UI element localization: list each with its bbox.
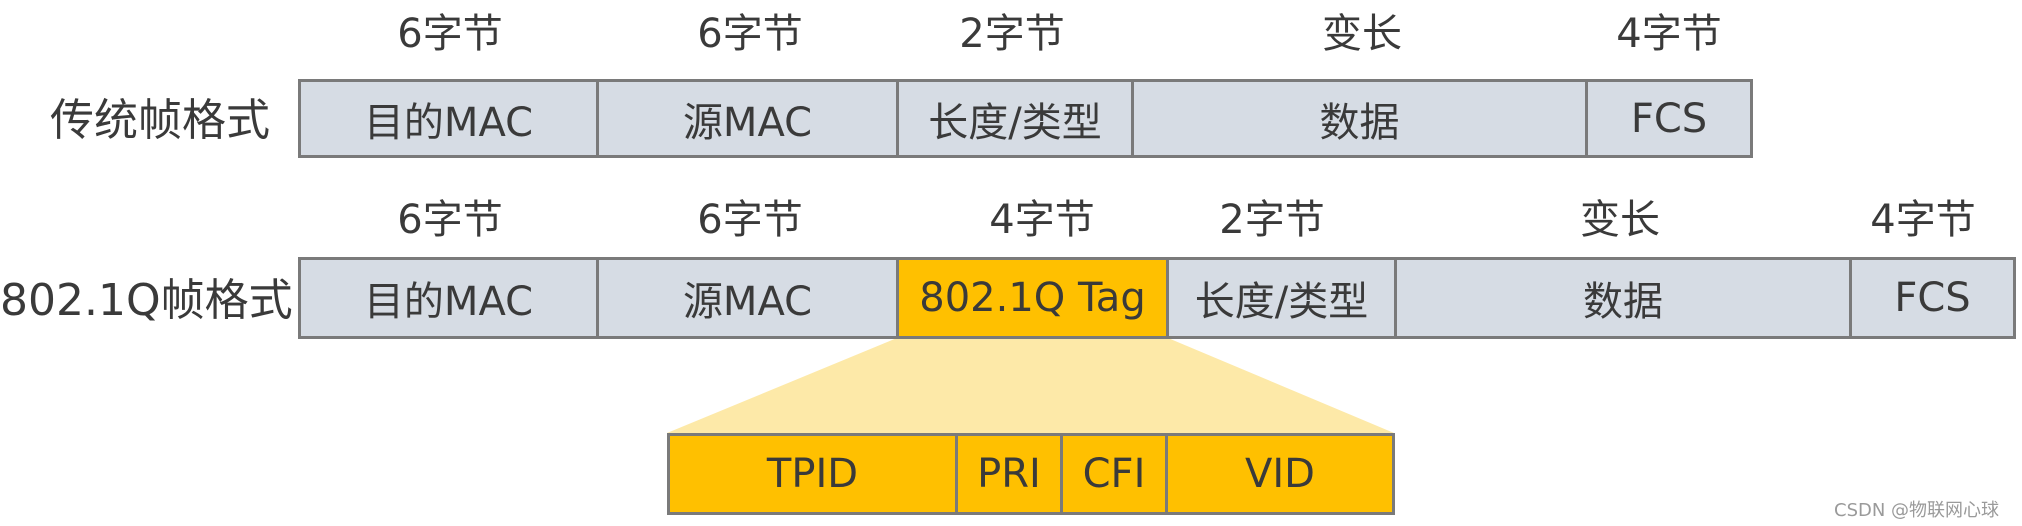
subfield-tpid: TPID bbox=[667, 433, 958, 515]
size-label-dst-mac: 6字节 bbox=[397, 197, 503, 243]
row-label-traditional: 传统帧格式 bbox=[50, 95, 270, 146]
row-label-dot1q: 802.1Q帧格式 bbox=[0, 275, 293, 326]
size-label-length-type: 2字节 bbox=[1219, 197, 1325, 243]
field-data: 数据 bbox=[1394, 257, 1852, 339]
size-label-src-mac: 6字节 bbox=[697, 197, 803, 243]
field-fcs: FCS bbox=[1585, 79, 1753, 158]
size-label-data: 变长 bbox=[1580, 197, 1660, 243]
field-fcs: FCS bbox=[1849, 257, 2016, 339]
size-label-dst-mac: 6字节 bbox=[397, 11, 503, 57]
size-label-fcs: 4字节 bbox=[1870, 197, 1976, 243]
field-dst-mac: 目的MAC bbox=[298, 79, 599, 158]
watermark: CSDN @物联网心球 bbox=[1834, 500, 2000, 521]
field-dst-mac: 目的MAC bbox=[298, 257, 599, 339]
size-label-data: 变长 bbox=[1322, 11, 1402, 57]
field-length-type: 长度/类型 bbox=[896, 79, 1134, 158]
field-src-mac: 源MAC bbox=[596, 257, 899, 339]
subfield-vid: VID bbox=[1165, 433, 1395, 515]
subfield-cfi: CFI bbox=[1060, 433, 1168, 515]
expansion-shape bbox=[667, 338, 1394, 433]
field-8021q-tag: 802.1Q Tag bbox=[896, 257, 1169, 339]
size-label-src-mac: 6字节 bbox=[697, 11, 803, 57]
field-data: 数据 bbox=[1131, 79, 1588, 158]
size-label-length-type: 2字节 bbox=[959, 11, 1065, 57]
size-label-tag: 4字节 bbox=[989, 197, 1095, 243]
field-length-type: 长度/类型 bbox=[1166, 257, 1397, 339]
size-label-fcs: 4字节 bbox=[1616, 11, 1722, 57]
subfield-pri: PRI bbox=[955, 433, 1063, 515]
field-src-mac: 源MAC bbox=[596, 79, 899, 158]
